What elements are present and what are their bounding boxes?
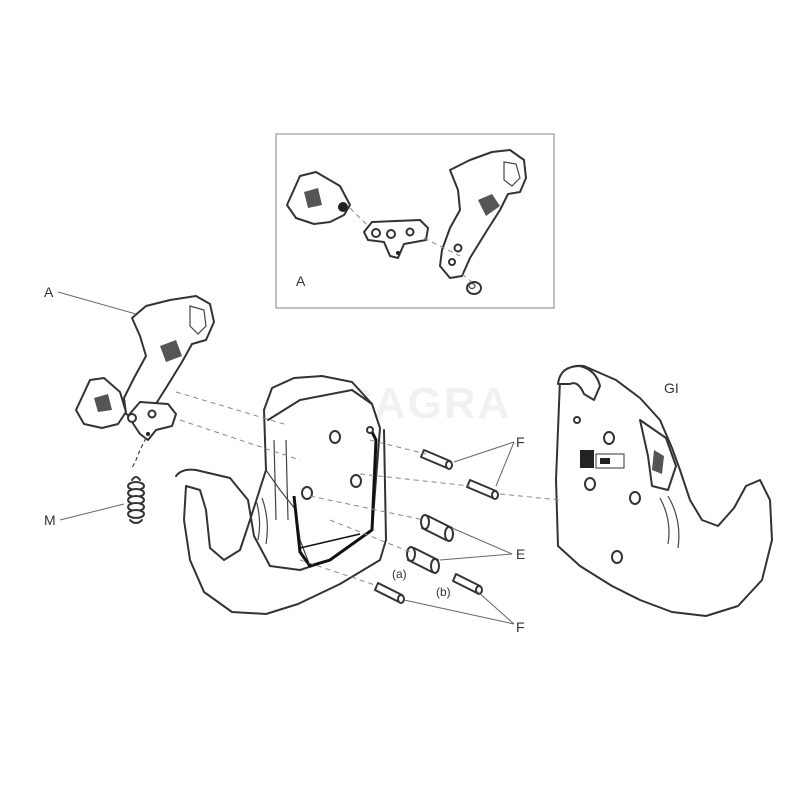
label-e: E bbox=[516, 546, 525, 562]
bushing-e-2 bbox=[406, 546, 440, 574]
label-gi: GI bbox=[664, 380, 679, 396]
inset-hook-lever bbox=[439, 149, 527, 279]
label-a: A bbox=[44, 284, 54, 300]
pin-f-upper-1 bbox=[420, 449, 453, 470]
label-f-top: F bbox=[516, 434, 525, 450]
inset-bushing bbox=[466, 281, 482, 295]
spring-part bbox=[127, 437, 147, 524]
latch-assembly bbox=[75, 295, 215, 441]
label-sub-b: (b) bbox=[436, 585, 451, 599]
pin-f-upper-2 bbox=[466, 479, 499, 500]
label-m: M bbox=[44, 512, 56, 528]
inset-label-a: A bbox=[296, 273, 306, 289]
pin-f-lower-1 bbox=[452, 573, 483, 595]
coil-spring bbox=[127, 476, 145, 524]
pin-f-lower-2 bbox=[374, 582, 405, 604]
bushing-e-1 bbox=[420, 514, 454, 542]
inset-latch-piece bbox=[286, 171, 351, 225]
hook-body-right bbox=[555, 364, 773, 617]
label-f-bottom: F bbox=[516, 619, 525, 635]
label-sub-a: (a) bbox=[392, 567, 407, 581]
inset-detail-box: A bbox=[275, 133, 555, 309]
hook-body-left bbox=[175, 375, 387, 615]
inset-link-plate bbox=[363, 219, 429, 259]
